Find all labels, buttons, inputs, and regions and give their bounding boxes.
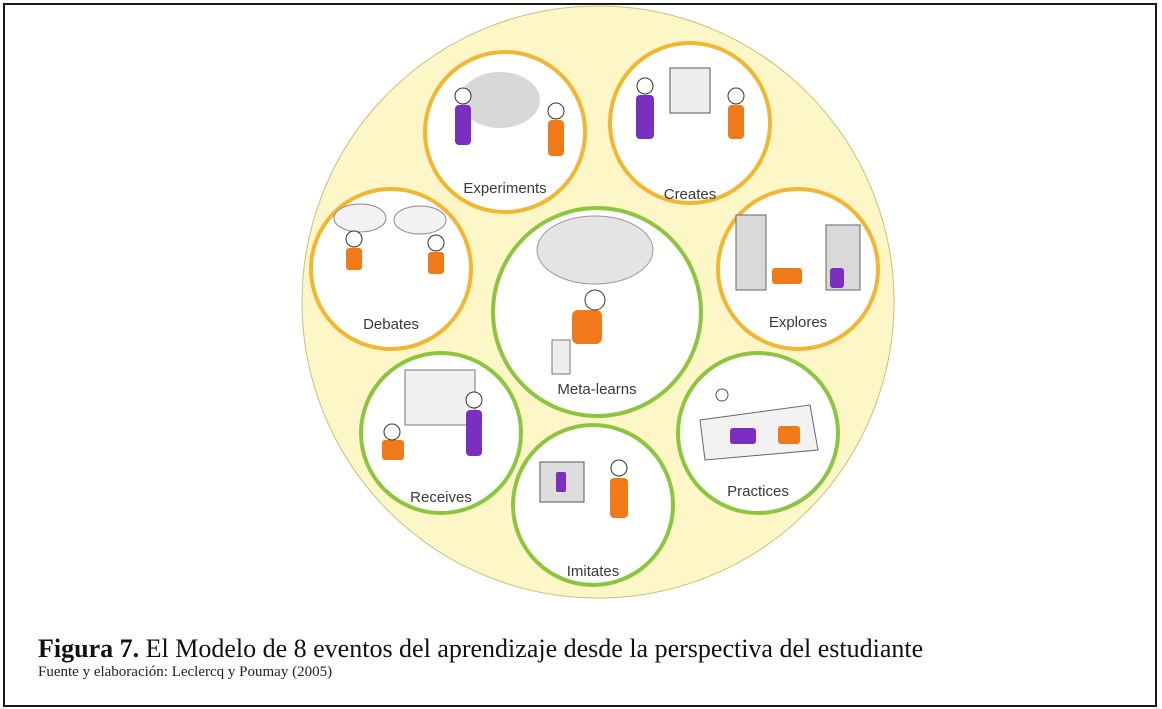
figure-source: Fuente y elaboración: Leclercq y Poumay … (38, 664, 333, 680)
speech-bubble (333, 203, 387, 233)
node-ring (608, 41, 772, 205)
figure-head (427, 234, 445, 252)
book-stack (735, 214, 767, 291)
node-ring (359, 351, 523, 515)
workbench (699, 404, 819, 461)
figure-orange (428, 252, 444, 274)
node-label: Meta-learns (557, 381, 636, 398)
node-label: Debates (363, 316, 419, 333)
figure-purple (556, 472, 566, 492)
figure-orange (572, 310, 602, 344)
node-label: Receives (410, 489, 472, 506)
figure-head (584, 289, 606, 311)
lightbulb-icon (715, 388, 729, 402)
stool (551, 339, 571, 375)
node-label: Practices (727, 483, 789, 500)
figure-head (345, 230, 363, 248)
figure-head (465, 391, 483, 409)
figure-purple (455, 105, 471, 145)
figure-head (547, 102, 565, 120)
learning-events-diagram: Experiments Creates Debates Meta-learns (301, 5, 895, 599)
node-label: Experiments (463, 180, 546, 197)
node-experiments: Experiments (423, 50, 587, 214)
node-label: Creates (664, 186, 717, 203)
easel-canvas (669, 67, 711, 114)
figure-purple (466, 410, 482, 456)
figure-orange (548, 120, 564, 156)
node-ring (511, 423, 675, 587)
blackboard (404, 369, 476, 426)
figure-orange (778, 426, 800, 444)
figure-number: Figura 7. (38, 634, 140, 663)
figure-purple (730, 428, 756, 444)
figure-orange (772, 268, 802, 284)
smoke-cloud (460, 72, 540, 128)
figure-head (454, 87, 472, 105)
figure-purple (636, 95, 654, 139)
speech-bubble (393, 205, 447, 235)
figure-orange (728, 105, 744, 139)
node-label: Explores (769, 314, 827, 331)
node-label: Imitates (567, 563, 620, 580)
thought-bubble (536, 215, 654, 285)
figure-title: El Modelo de 8 eventos del aprendizaje d… (139, 634, 924, 663)
node-creates: Creates (608, 41, 772, 205)
figure-head (383, 423, 401, 441)
node-practices: Practices (676, 351, 840, 515)
figure-head (727, 87, 745, 105)
figure-caption: Figura 7. El Modelo de 8 eventos del apr… (38, 634, 1138, 664)
node-imitates: Imitates (511, 423, 675, 587)
figure-head (636, 77, 654, 95)
node-meta-learns: Meta-learns (491, 206, 703, 418)
figure-orange (382, 440, 404, 460)
figure-orange (346, 248, 362, 270)
figure-head (610, 459, 628, 477)
node-debates: Debates (309, 187, 473, 351)
figure-purple (830, 268, 844, 288)
node-explores: Explores (716, 187, 880, 351)
figure-orange (610, 478, 628, 518)
node-receives: Receives (359, 351, 523, 515)
